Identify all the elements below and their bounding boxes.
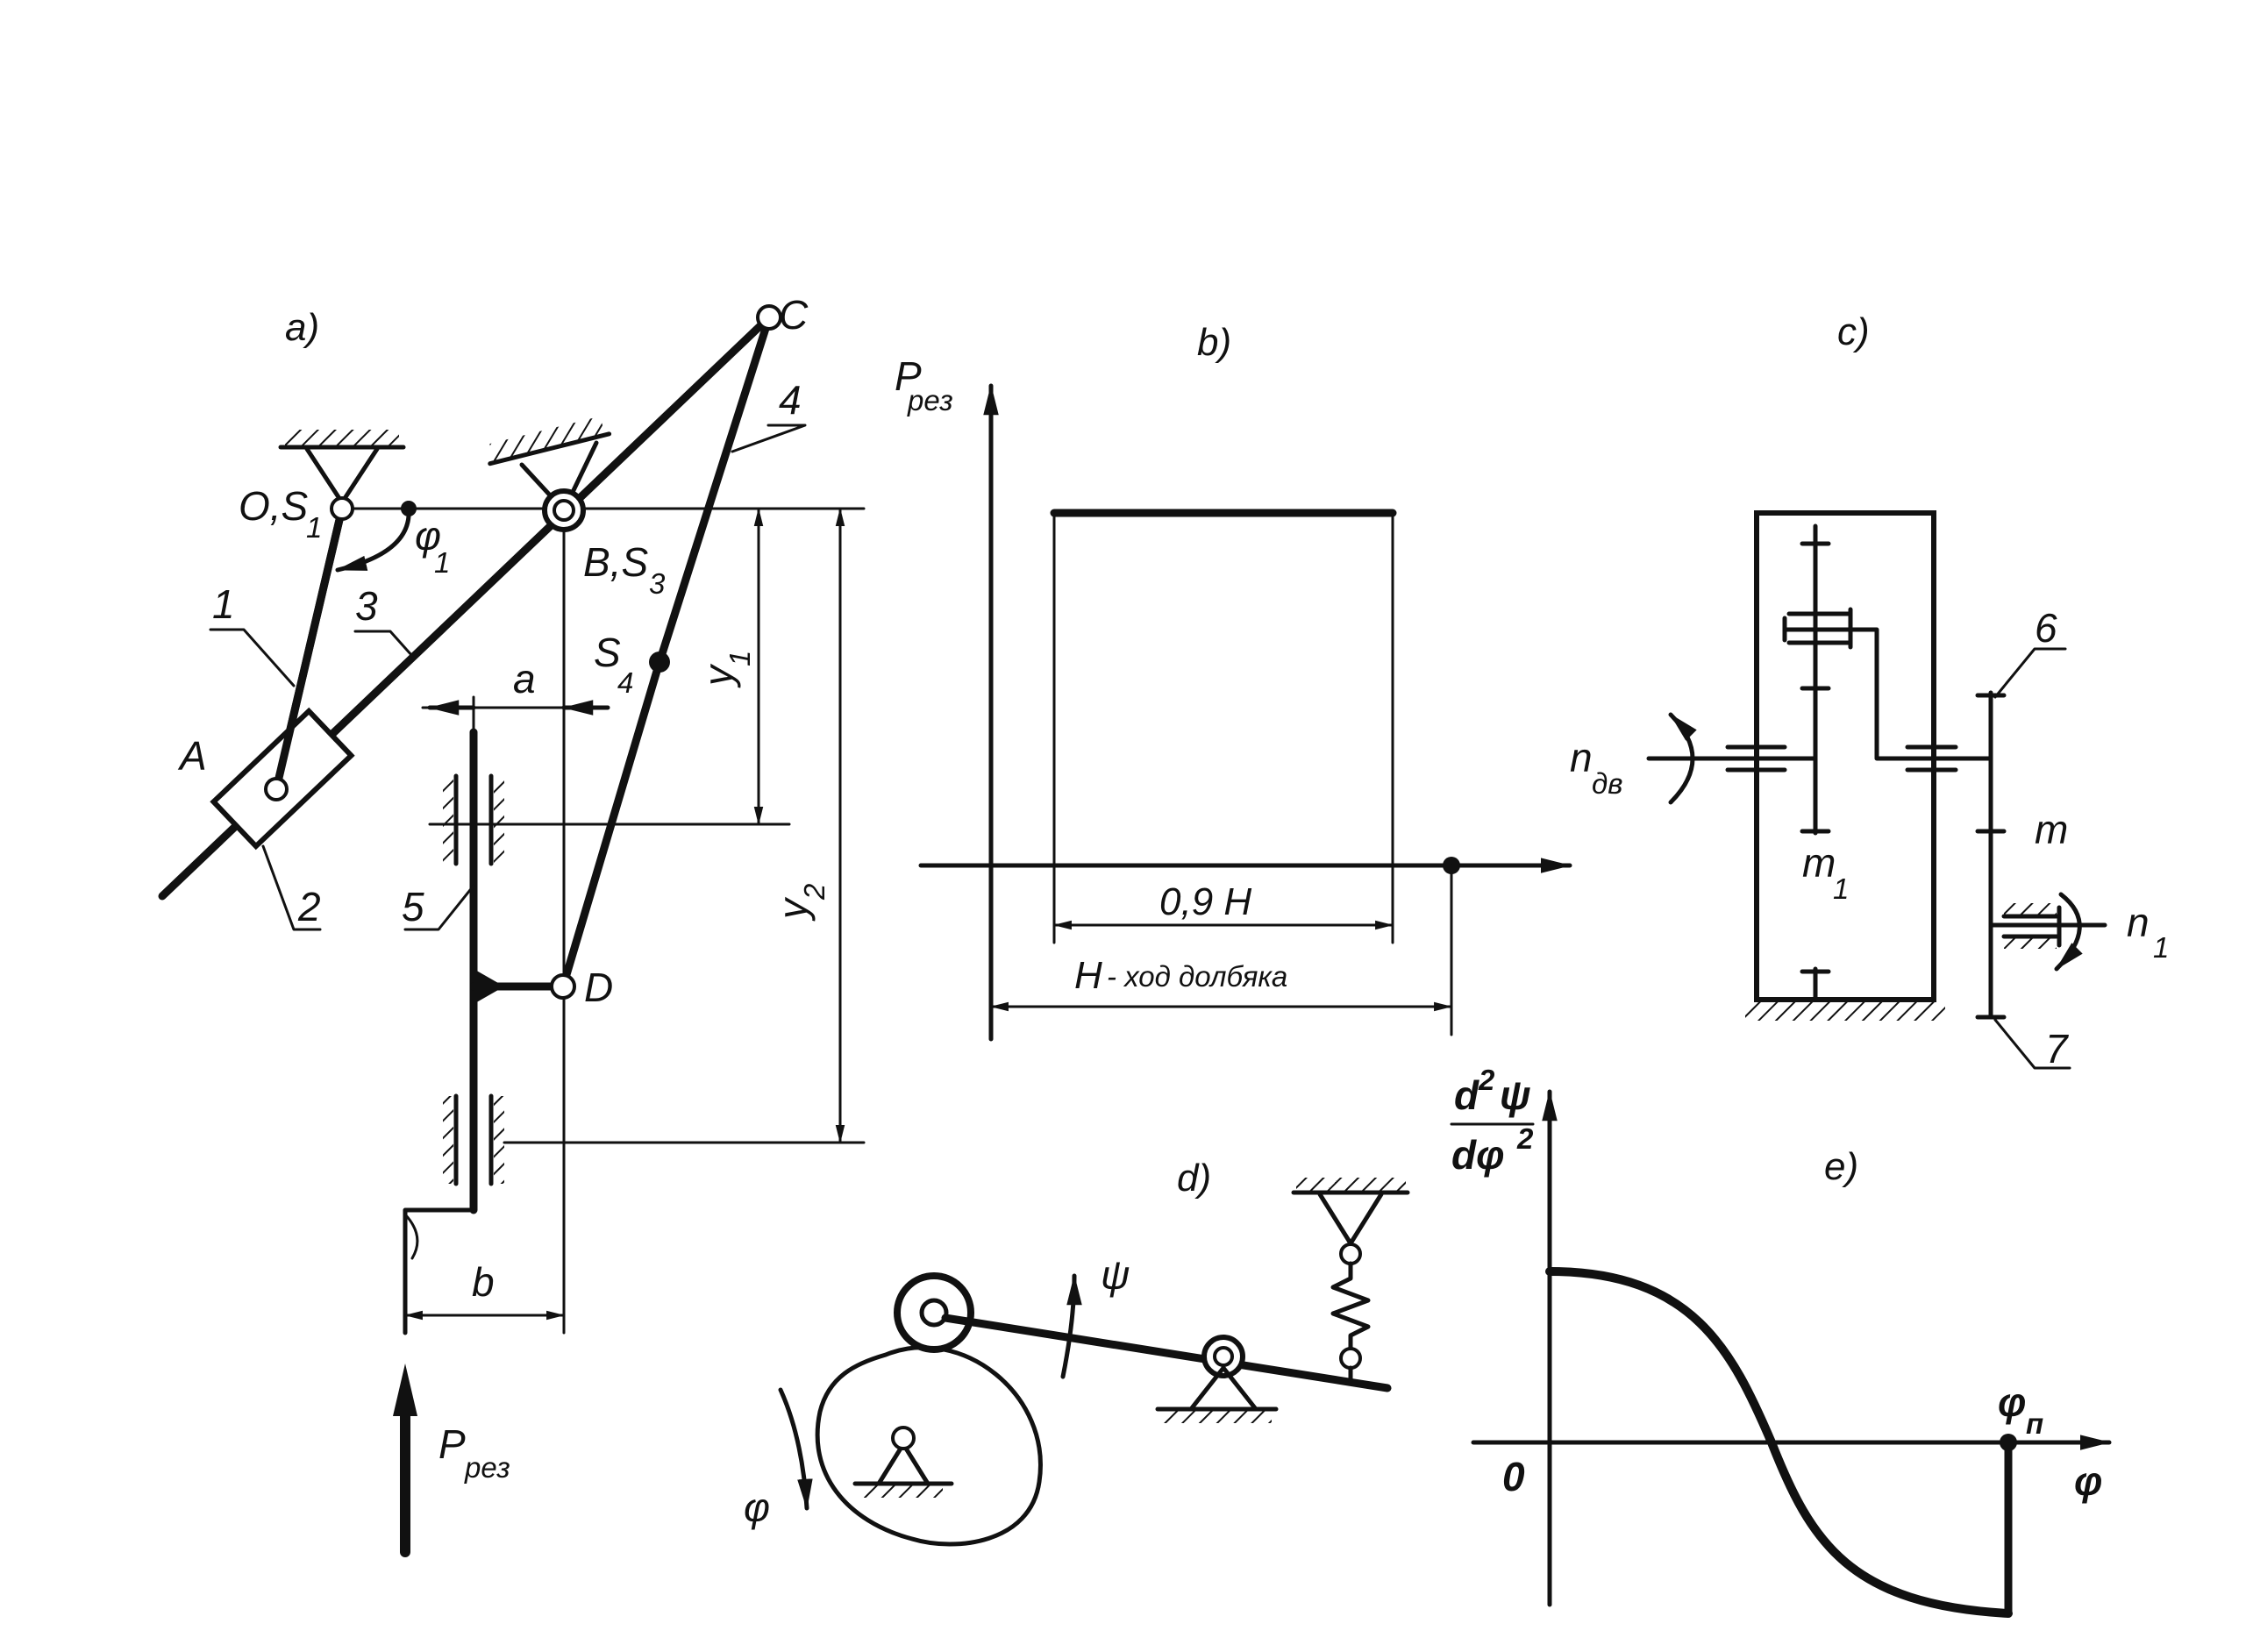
d-label-phi: φ [744,1485,770,1530]
panel-b-force-diagram: b) P рез 0,9 H H - ход долбяка [895,321,1572,1042]
label-3: 3 [355,583,378,629]
panel-e-acceleration-curve: e) d 2 ψ dφ 2 0 φ п φ [1450,1064,2112,1618]
b-label-stroke: - ход долбяка [1107,960,1287,993]
d-cam [815,1345,1043,1547]
svg-text:1: 1 [724,651,756,666]
e-phi-n-point [2000,1434,2017,1451]
label-4: 4 [779,377,802,423]
svg-text:2: 2 [1478,1064,1495,1096]
phi1-angle-arc [335,506,411,573]
svg-text:y: y [695,663,741,688]
label-D: D [584,965,613,1010]
e-label-phi: φ [2074,1458,2102,1504]
svg-text:y: y [770,896,816,922]
e-label-phi-n: φ [1998,1379,2026,1425]
label-P-rez: P [438,1421,466,1467]
svg-text:4: 4 [617,666,633,699]
label-phi1: φ [415,513,441,559]
panel-e-title: e) [1824,1145,1858,1188]
joint-O [330,496,354,521]
panel-c-title: c) [1837,310,1870,353]
label-b: b [472,1259,495,1305]
panel-c-gearbox: c) [1570,310,2169,1072]
label-1: 1 [212,581,235,627]
d-spring [1291,1178,1410,1384]
svg-text:d: d [1454,1072,1479,1118]
point-S4 [649,652,670,673]
joint-D [550,973,576,1000]
c-output-rotation-arrow [2054,892,2083,972]
leader-3 [353,630,414,658]
label-A: A [177,733,207,779]
panel-d-cam-mechanism: d) [744,1157,1410,1547]
label-5: 5 [402,884,424,929]
c-label-m: m [2035,807,2068,852]
svg-text:1: 1 [434,546,450,579]
label-C: C [779,292,809,338]
leader-4 [731,424,807,453]
label-2: 2 [297,884,321,929]
b-label-09H: 0,9 H [1159,880,1251,923]
label-a: a [513,656,536,701]
d-rocker-arm [941,1314,1392,1392]
c-label-6: 6 [2035,605,2057,651]
d-phi-arrow [778,1387,813,1511]
b-label-P: P [895,353,922,399]
panel-a-title: a) [285,306,319,349]
svg-text:рез: рез [464,1451,510,1484]
leader-1 [209,628,296,687]
guide-lower [443,1093,504,1186]
d-psi-arrow [1060,1273,1082,1379]
d-cam-pivot [852,1426,954,1498]
e-origin-label: 0 [1502,1454,1525,1499]
joint-C [756,304,782,331]
b-label-H: H [1074,954,1102,997]
c-label-n-dv: n [1570,735,1593,780]
panel-a-linkage: a) [158,292,866,1557]
svg-text:dφ: dφ [1451,1132,1504,1178]
svg-text:п: п [2026,1407,2043,1440]
svg-text:3: 3 [649,567,666,600]
label-y1: y 1 [695,651,756,688]
svg-text:1: 1 [1833,872,1849,905]
joint-A [264,777,289,801]
svg-text:дв: дв [1592,767,1622,800]
e-curve [1545,1267,2013,1618]
svg-text:2: 2 [798,884,831,901]
svg-text:1: 1 [2153,931,2169,964]
svg-text:ψ: ψ [1500,1072,1531,1118]
c-label-n1: n [2127,900,2150,945]
d-label-psi: ψ [1101,1252,1130,1298]
leader-2 [261,844,322,931]
leader-5 [403,884,475,931]
guide-upper [443,773,504,866]
b-force-block [1052,511,1394,944]
label-y2: y 2 [770,884,831,922]
c-label-m1: m [1802,840,1836,886]
d-rocker-pivot [1155,1335,1279,1423]
label-S4: S [594,630,621,675]
c-label-7: 7 [2045,1026,2069,1072]
c-input-rotation-arrow [1668,712,1697,805]
svg-text:1: 1 [306,511,322,544]
c-carrier [1782,616,1936,761]
panel-b-title: b) [1197,321,1231,364]
e-y-axis-label: d 2 ψ dφ 2 [1450,1064,1535,1178]
label-O: O,S [239,483,309,529]
svg-text:2: 2 [1516,1122,1534,1155]
panel-d-title: d) [1177,1157,1211,1200]
label-B: B,S [583,539,648,585]
svg-text:рез: рез [907,384,953,417]
